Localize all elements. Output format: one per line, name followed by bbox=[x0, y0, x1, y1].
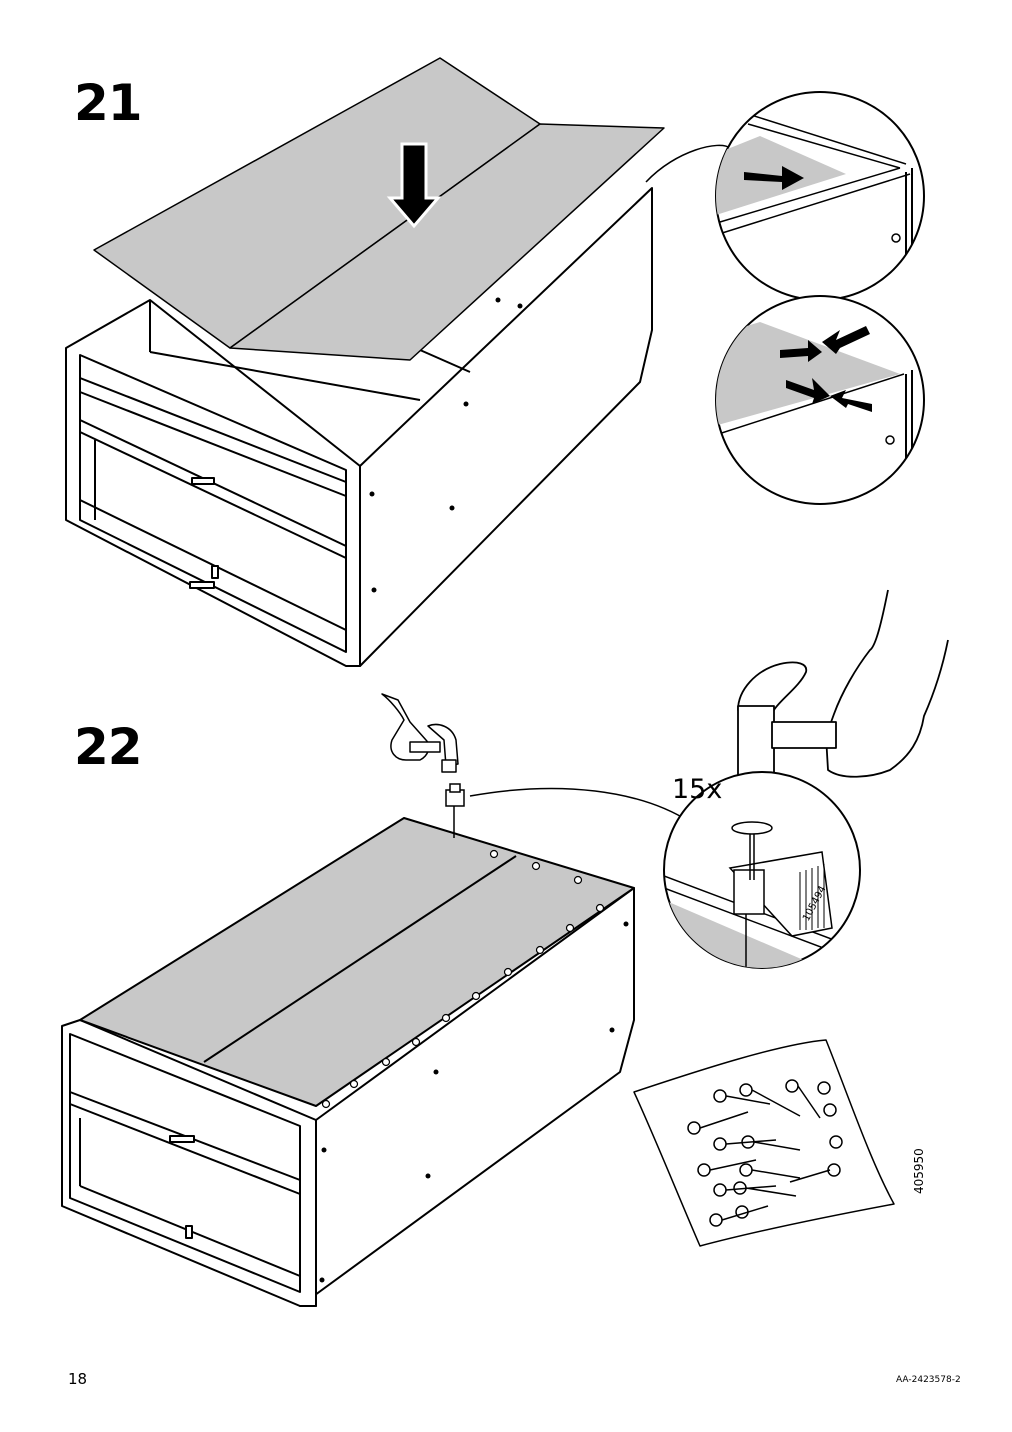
nail-bag-icon bbox=[633, 1039, 895, 1247]
detail-circle-slide-in bbox=[715, 91, 925, 301]
quantity-label: 15x bbox=[672, 774, 723, 805]
step-22-side-holes bbox=[319, 921, 629, 1283]
step-21-side-holes bbox=[369, 297, 523, 593]
arrow-down-icon bbox=[386, 142, 442, 229]
arrow-right-icon bbox=[744, 166, 804, 190]
step-21-leader bbox=[645, 144, 731, 183]
step-22-cabinet bbox=[61, 817, 635, 1307]
step-22-nail-holes bbox=[321, 849, 605, 1109]
document-code: AA-2423578-2 bbox=[896, 1375, 961, 1385]
step-22-leader bbox=[469, 787, 691, 823]
detail-circle-nail bbox=[663, 771, 861, 969]
step-22-number: 22 bbox=[74, 718, 143, 776]
step-21-cabinet bbox=[65, 187, 653, 667]
arrows-pinch-icon bbox=[780, 326, 872, 412]
step-21-number: 21 bbox=[74, 74, 143, 132]
page-number: 18 bbox=[68, 1370, 88, 1388]
hand-hammer-icon bbox=[381, 693, 459, 773]
nail-with-setter bbox=[445, 783, 465, 838]
detail-circle-pinch bbox=[715, 295, 925, 505]
bag-part-number: 405950 bbox=[912, 1148, 926, 1194]
